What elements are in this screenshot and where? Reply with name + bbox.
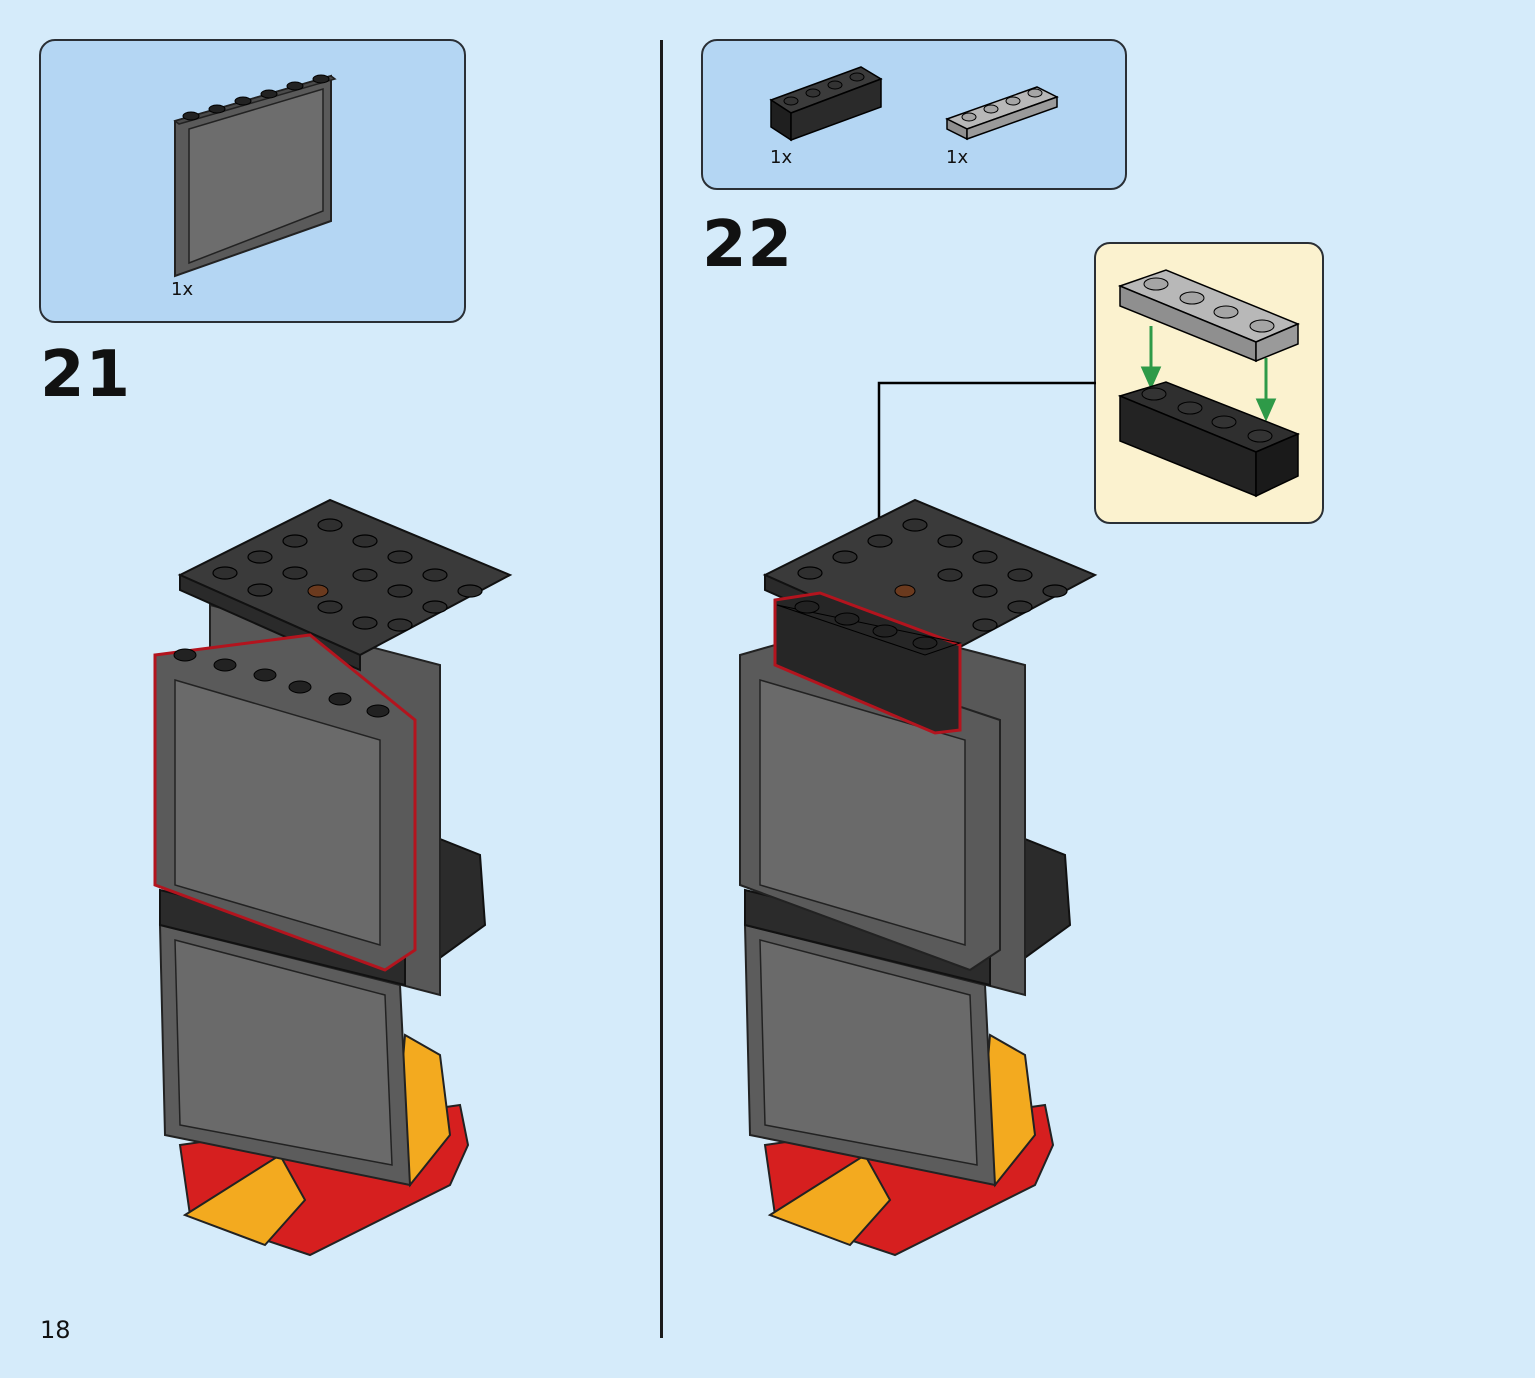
step-22-model-image xyxy=(739,498,1098,1257)
step-22-parts-box: 1x 1x xyxy=(701,39,1127,190)
step-22-part-2-qty: 1x xyxy=(946,147,969,168)
step-21-number: 21 xyxy=(40,338,132,412)
step-21-model-image xyxy=(153,498,513,1257)
page-number: 18 xyxy=(40,1316,71,1344)
step-21-parts-box: 1x xyxy=(39,39,466,323)
step-22-number: 22 xyxy=(702,208,794,282)
step-21-part-qty: 1x xyxy=(171,279,194,300)
panel-part-image xyxy=(173,74,337,278)
step-22-part-1-qty: 1x xyxy=(770,147,793,168)
brick-1x4-part-image xyxy=(769,66,883,142)
callout-assembly-image xyxy=(1117,269,1300,498)
step-22-callout xyxy=(1094,242,1324,524)
column-divider xyxy=(660,40,663,1338)
plate-1x4-part-image xyxy=(945,86,1059,141)
